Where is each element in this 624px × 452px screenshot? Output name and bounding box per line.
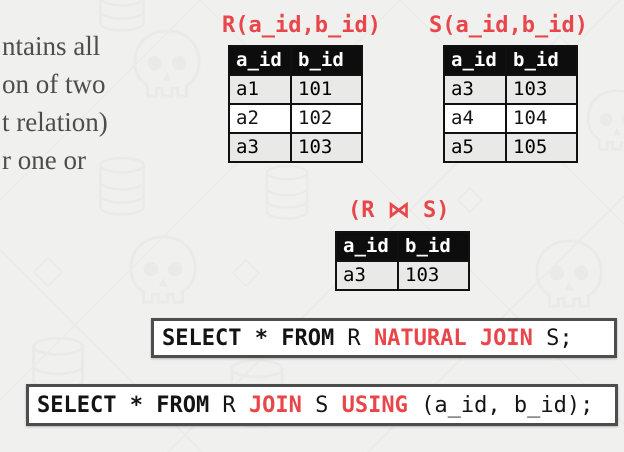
table-cell: a3 [443,74,507,105]
text-line: ntains all [2,31,101,61]
sql-text: (a_id, b_id); [407,392,594,418]
table-cell: a4 [443,103,507,134]
table-header-row: a_id b_id [335,231,470,262]
table-cell: a1 [228,74,292,105]
table-row: a2 102 [228,103,363,134]
table-cell: a3 [335,260,399,291]
column-header: b_id [397,231,470,262]
relation-s-table: a_id b_id a3 103 a4 104 a5 105 [443,45,578,163]
text-line: r one or [2,145,86,175]
table-row: a3 103 [335,260,470,291]
sql-query-join-using: SELECT * FROM R JOIN S USING (a_id, b_id… [26,384,618,426]
relation-r-table: a_id b_id a1 101 a2 102 a3 103 [228,45,363,163]
table-cell: a3 [228,132,292,163]
table-cell: 103 [397,260,470,291]
relation-s-title: S(a_id,b_id) [429,13,588,38]
relation-r-title: R(a_id,b_id) [222,13,381,38]
table-row: a3 103 [443,74,578,105]
table-cell: 103 [505,74,578,105]
sql-keyword: SELECT * FROM [37,392,210,418]
text-line: on of two [2,69,106,99]
column-header: a_id [443,45,507,76]
sql-query-natural-join: SELECT * FROM R NATURAL JOIN S; [151,318,617,358]
column-header: a_id [228,45,292,76]
sql-keyword-highlight: NATURAL JOIN [373,325,533,351]
table-cell: 103 [290,132,363,163]
sql-text: S; [532,325,573,351]
table-cell: 101 [290,74,363,105]
sql-text: R [334,325,374,351]
sql-keyword: SELECT * FROM [162,325,335,351]
table-cell: 102 [290,103,363,134]
table-cell: 104 [505,103,578,134]
slide-text-fragment: ntains all on of two t relation) r one o… [2,27,108,179]
sql-text: R [209,392,249,418]
sql-keyword-highlight: JOIN [248,392,302,418]
join-result-table: a_id b_id a3 103 [335,231,470,291]
table-cell: a2 [228,103,292,134]
column-header: a_id [335,231,399,262]
table-header-row: a_id b_id [228,45,363,76]
sql-text: S [301,392,342,418]
table-row: a4 104 [443,103,578,134]
table-row: a1 101 [228,74,363,105]
text-line: t relation) [2,107,108,137]
table-row: a5 105 [443,132,578,163]
table-cell: a5 [443,132,507,163]
join-result-title: (R ⋈ S) [348,198,450,223]
table-row: a3 103 [228,132,363,163]
table-cell: 105 [505,132,578,163]
table-header-row: a_id b_id [443,45,578,76]
sql-keyword-highlight: USING [341,392,408,418]
column-header: b_id [290,45,363,76]
column-header: b_id [505,45,578,76]
